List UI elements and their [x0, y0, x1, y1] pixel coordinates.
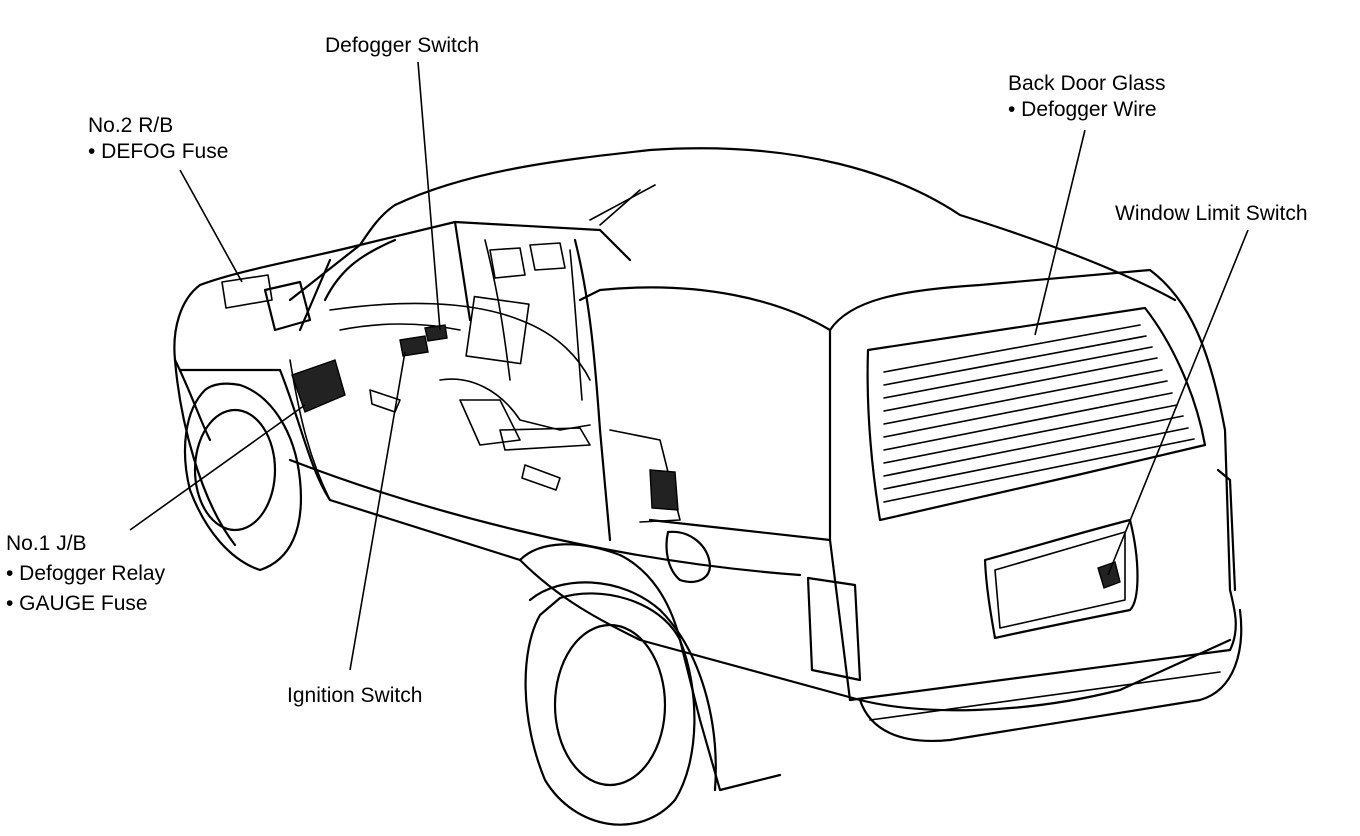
leader-window-limit-switch — [1107, 229, 1249, 576]
no2-rb-item: • DEFOG Fuse — [88, 140, 229, 163]
relay-block-part — [221, 274, 273, 309]
label-back-door-glass: Back Door Glass • Defogger Wire — [1008, 69, 1166, 125]
defogger-switch-part — [424, 324, 448, 342]
junction-block-part — [291, 359, 346, 413]
label-window-limit-switch: Window Limit Switch — [1115, 199, 1308, 229]
label-defogger-switch: Defogger Switch — [325, 31, 479, 61]
leader-defogger-switch — [417, 61, 441, 331]
window-limit-switch-part — [1097, 561, 1121, 589]
back-door-glass-item: • Defogger Wire — [1008, 98, 1157, 121]
leader-no2-rb — [179, 169, 243, 283]
label-ignition-switch: Ignition Switch — [287, 681, 422, 711]
ignition-switch-part — [399, 335, 429, 357]
label-no2-rb: No.2 R/B • DEFOG Fuse — [88, 111, 228, 167]
no1-jb-item1: • Defogger Relay — [6, 562, 166, 585]
back-door-glass-title: Back Door Glass — [1008, 72, 1166, 95]
ignition-switch-text: Ignition Switch — [287, 684, 423, 707]
vehicle-body — [173, 147, 1243, 826]
no2-rb-title: No.2 R/B — [88, 114, 174, 137]
leader-no1-jb — [129, 404, 306, 531]
label-no1-jb: No.1 J/B • Defogger Relay • GAUGE Fuse — [6, 529, 165, 619]
window-limit-switch-text: Window Limit Switch — [1115, 202, 1308, 225]
defogger-wires — [883, 324, 1195, 503]
leader-lines — [129, 61, 1249, 671]
defogger-switch-text: Defogger Switch — [325, 34, 480, 57]
leader-back-door-glass — [1034, 129, 1086, 336]
leader-ignition-switch — [349, 351, 406, 671]
no1-jb-item2: • GAUGE Fuse — [6, 592, 148, 615]
no1-jb-title: No.1 J/B — [6, 532, 87, 555]
